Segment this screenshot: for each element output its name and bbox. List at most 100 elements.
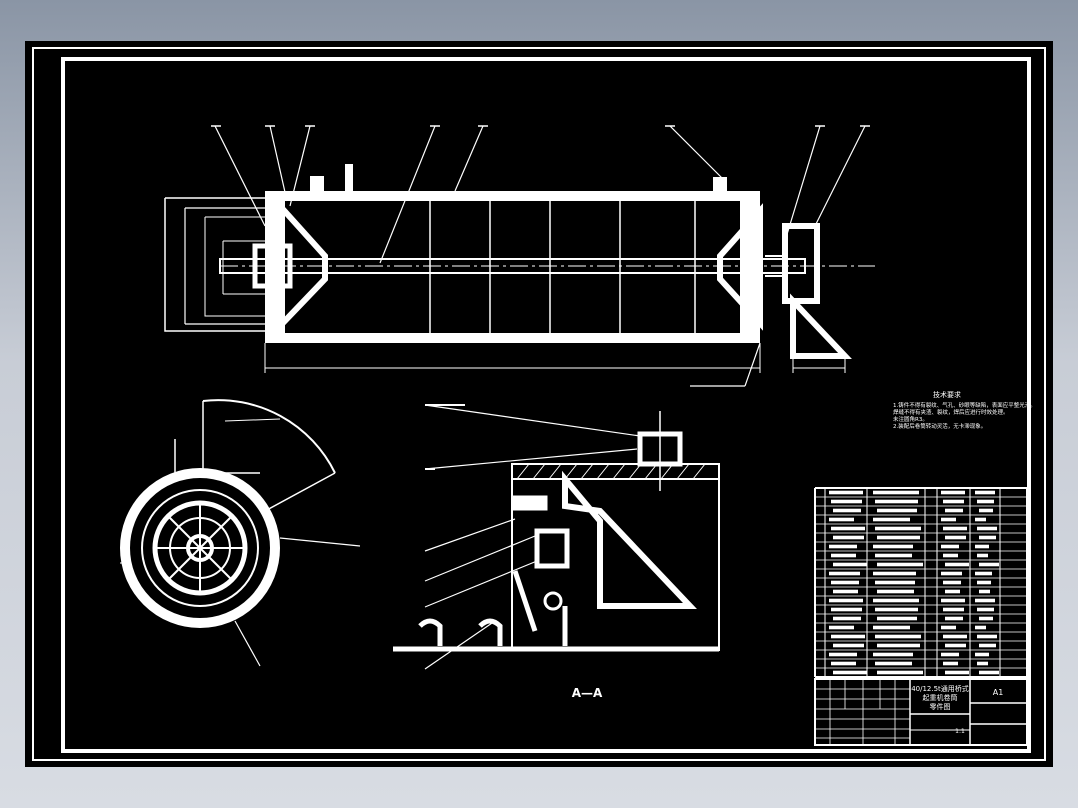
tech-note-line: 未注圆角R3。 xyxy=(893,415,928,423)
bom-cell-text-block xyxy=(875,661,912,666)
bom-cell-text-block xyxy=(979,616,993,621)
bom-cell-text-block xyxy=(943,661,958,666)
bom-cell-text-block xyxy=(945,508,963,513)
drum-main-view xyxy=(164,125,875,387)
bom-cell-text-block xyxy=(941,625,956,630)
bom-cell-text-block xyxy=(979,670,999,675)
bom-cell-text-block xyxy=(975,625,986,630)
cad-drawing-canvas: A—A 技术要求 1.铸件不得有裂纹、气孔、砂眼等缺陷，表面应平整光滑。 焊缝不… xyxy=(32,47,1046,761)
bom-cell-text-block xyxy=(877,616,917,621)
bom-cell-text-block xyxy=(873,571,916,576)
bom-cell-text-block xyxy=(941,652,959,657)
bom-cell-text-block xyxy=(873,598,919,603)
tech-notes-heading: 技术要求 xyxy=(933,390,961,399)
bom-cell-text-block xyxy=(979,508,993,513)
bom-cell-text-block xyxy=(873,652,913,657)
title-project: 40/12.5t通用桥式 xyxy=(911,684,969,693)
sheet-size: A1 xyxy=(993,688,1004,697)
bom-cell-text-block xyxy=(977,553,988,558)
bom-cell-text-block xyxy=(975,652,989,657)
bom-cell-text-block xyxy=(829,625,854,630)
bom-cell-text-block xyxy=(941,571,962,576)
bom-cell-text-block xyxy=(873,517,910,522)
bom-cell-text-block xyxy=(979,589,990,594)
bom-cell-text-block xyxy=(975,598,995,603)
bom-cell-text-block xyxy=(875,499,918,504)
section-view xyxy=(393,404,720,670)
bom-cell-text-block xyxy=(975,544,989,549)
bom-cell-text-block xyxy=(833,562,867,567)
bom-cell-text-block xyxy=(833,670,867,675)
drum-end-view xyxy=(120,399,361,667)
bom-cell-text-block xyxy=(943,499,964,504)
bom-cell-text-block xyxy=(945,670,969,675)
bom-cell-text-block xyxy=(979,562,999,567)
bom-cell-text-block xyxy=(977,580,991,585)
bom-cell-text-block xyxy=(831,661,856,666)
bom-cell-text-block xyxy=(829,544,857,549)
bom-cell-text-block xyxy=(943,580,961,585)
bom-cell-text-block xyxy=(943,526,967,531)
bom-cell-text-block xyxy=(945,643,966,648)
bom-cell-text-block xyxy=(831,580,859,585)
bom-cell-text-block xyxy=(873,625,910,630)
bom-cell-text-block xyxy=(877,643,920,648)
bom-cell-text-block xyxy=(943,553,958,558)
bom-cell-text-block xyxy=(945,589,960,594)
title-drawing-name: 起重机卷筒 xyxy=(923,693,958,702)
cad-drawing-viewport[interactable]: A—A 技术要求 1.铸件不得有裂纹、气孔、砂眼等缺陷，表面应平整光滑。 焊缝不… xyxy=(25,41,1053,767)
bom-cell-text-block xyxy=(829,652,857,657)
bom-cell-text-block xyxy=(977,526,997,531)
bom-cell-text-block xyxy=(877,508,917,513)
bom-cell-text-block xyxy=(977,661,988,666)
bom-cell-text-block xyxy=(975,571,992,576)
section-label: A—A xyxy=(572,686,603,700)
bom-cell-text-block xyxy=(875,526,921,531)
outer-border xyxy=(32,47,1046,761)
bom-cell-text-block xyxy=(829,517,854,522)
bom-cell-text-block xyxy=(977,607,994,612)
bom-cell-text-block xyxy=(877,535,920,540)
technical-notes: 技术要求 1.铸件不得有裂纹、气孔、砂眼等缺陷，表面应平整光滑。 焊缝不得有夹渣… xyxy=(893,390,1036,430)
tech-note-line: 2.装配后卷筒转动灵活，无卡滞现象。 xyxy=(893,422,986,430)
bom-cell-text-block xyxy=(831,526,865,531)
bom-cell-text-block xyxy=(833,616,861,621)
bom-cell-text-block xyxy=(833,535,864,540)
bom-cell-text-block xyxy=(941,598,965,603)
bom-cell-text-block xyxy=(833,589,858,594)
bom-cell-text-block xyxy=(831,553,856,558)
bom-cell-text-block xyxy=(831,634,865,639)
bom-cell-text-block xyxy=(873,544,913,549)
bom-cell-text-block xyxy=(875,580,915,585)
bom-cell-text-block xyxy=(833,508,861,513)
tech-note-line: 1.铸件不得有裂纹、气孔、砂眼等缺陷，表面应平整光滑。 xyxy=(893,401,1036,409)
bom-cell-text-block xyxy=(875,634,921,639)
bom-cell-text-block xyxy=(945,535,966,540)
bom-cell-text-block xyxy=(829,598,863,603)
tech-note-line: 焊缝不得有夹渣、裂纹，焊后应进行时效处理。 xyxy=(893,408,1009,416)
bom-cell-text-block xyxy=(941,517,956,522)
inner-border xyxy=(61,57,1031,753)
drawing-scale: 1:1 xyxy=(955,728,965,735)
bom-cell-text-block xyxy=(829,490,863,495)
bom-cell-text-block xyxy=(873,490,919,495)
bom-cell-text-block xyxy=(979,535,996,540)
bom-cell-text-block xyxy=(943,607,964,612)
bom-cell-text-block xyxy=(977,499,994,504)
bom-cell-text-block xyxy=(833,643,864,648)
bom-cell-text-block xyxy=(977,634,997,639)
bom-cell-text-block xyxy=(877,670,923,675)
bill-of-materials xyxy=(814,487,1028,678)
bom-cell-text-block xyxy=(875,607,918,612)
bom-cell-text-block xyxy=(831,607,862,612)
bom-cell-text-block xyxy=(877,562,923,567)
bom-cell-text-block xyxy=(945,562,969,567)
title-block xyxy=(814,678,1028,746)
bom-cell-text-block xyxy=(975,490,995,495)
bom-cell-text-block xyxy=(943,634,967,639)
bom-cell-text-block xyxy=(831,499,862,504)
bom-cell-text-block xyxy=(945,616,963,621)
bom-cell-text-block xyxy=(829,571,860,576)
bom-cell-text-block xyxy=(941,544,959,549)
bom-cell-text-block xyxy=(875,553,912,558)
